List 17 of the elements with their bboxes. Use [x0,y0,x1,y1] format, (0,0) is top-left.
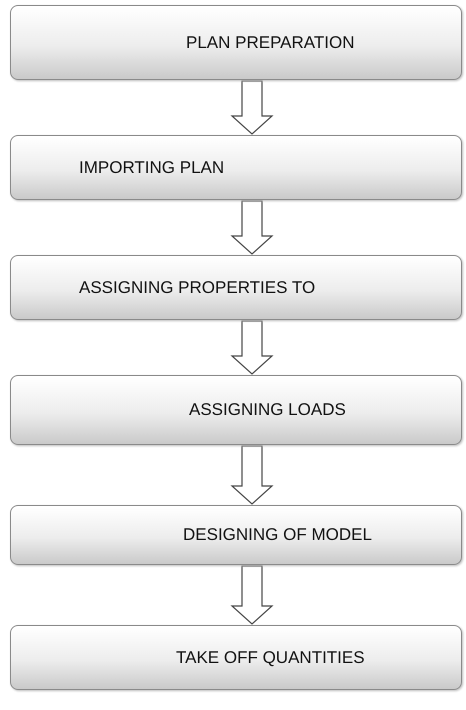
process-box [10,375,462,445]
block-arrow [230,200,274,255]
block-arrow [230,320,274,375]
step-label: ASSIGNING LOADS [189,400,346,420]
process-box [10,625,462,690]
step-label: TAKE OFF QUANTITIES [176,648,365,668]
block-arrow [230,565,274,625]
block-arrow [230,80,274,135]
step-label: DESIGNING OF MODEL [183,525,372,545]
process-box [10,135,462,200]
process-box [10,505,462,565]
process-box [10,5,462,80]
block-arrow [230,445,274,505]
step-label: PLAN PREPARATION [186,32,354,52]
step-label: IMPORTING PLAN [79,158,224,178]
process-box [10,255,462,320]
step-label: ASSIGNING PROPERTIES TO [79,278,316,298]
